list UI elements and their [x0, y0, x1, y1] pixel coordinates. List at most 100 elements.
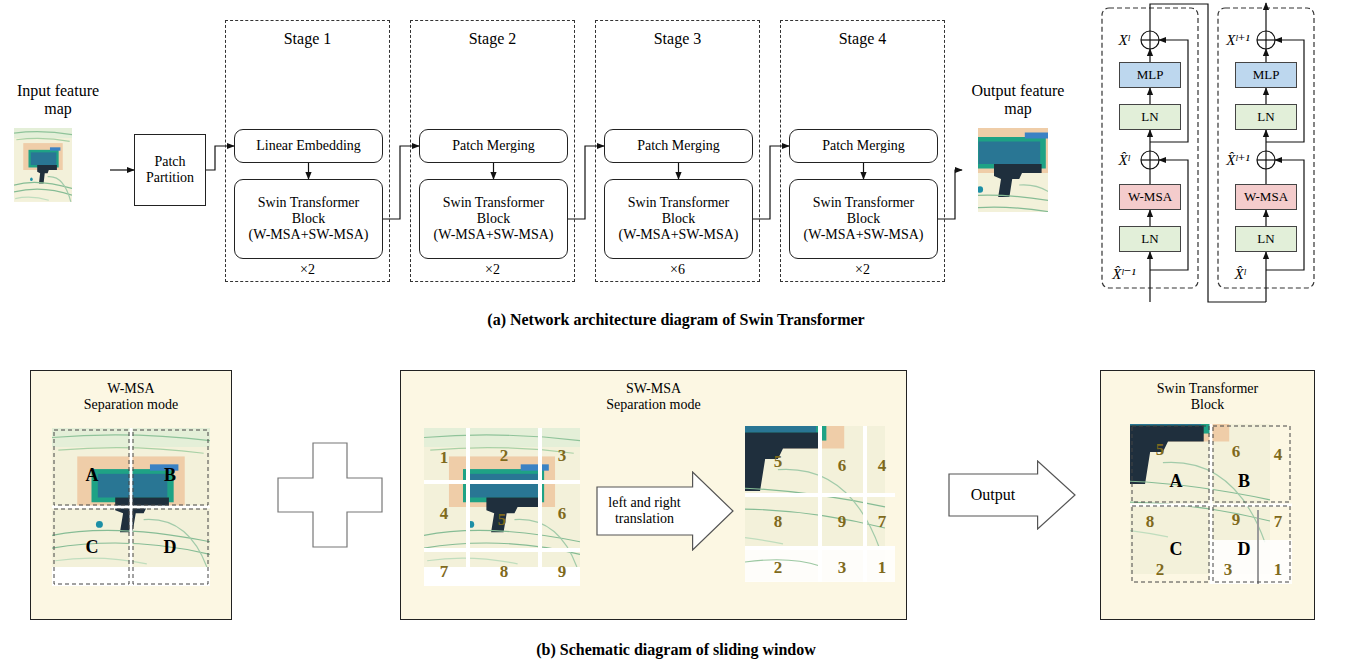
- caption: (b) Schematic diagram of sliding window: [536, 641, 816, 659]
- window-number: 4: [1274, 446, 1283, 465]
- window-number: 2: [774, 559, 783, 578]
- input-wire: [1265, 252, 1266, 302]
- add-symbol: [1257, 151, 1275, 169]
- process-box: Patch Partition: [134, 134, 206, 206]
- node-title: Input feature map: [6, 82, 110, 119]
- grid-line: [863, 426, 867, 582]
- xray-outline: [14, 132, 72, 135]
- xray-part: [424, 428, 580, 586]
- node-text: ×6: [670, 262, 685, 278]
- feature-map: Output feature map: [962, 82, 1074, 216]
- layer-box: LN: [1235, 226, 1297, 252]
- node-title: Stage 2: [469, 30, 517, 48]
- node-text: W-MSA: [1244, 190, 1288, 205]
- xray-part: [745, 426, 816, 433]
- window-number: 4: [878, 457, 887, 476]
- node-text: W-MSA: [1128, 190, 1172, 205]
- grid-line: [1257, 510, 1259, 584]
- node-title: Stage 1: [284, 30, 332, 48]
- region-letter: A: [1170, 472, 1183, 492]
- region-letter: D: [164, 538, 177, 558]
- xray-part: [521, 464, 549, 470]
- xray-part: [978, 137, 1046, 169]
- xray-part: [1025, 133, 1048, 139]
- node-text: (W-MSA+SW-MSA): [249, 227, 369, 243]
- connector: [678, 163, 679, 179]
- window-number: 2: [500, 447, 509, 466]
- grid-line: [538, 428, 542, 586]
- node-title: W-MSA Separation mode: [81, 381, 181, 413]
- node-title: SW-MSA Separation mode: [604, 381, 704, 413]
- node-text: LN: [1257, 232, 1274, 247]
- xray-part: [50, 147, 60, 150]
- xray-image: [424, 428, 580, 586]
- formula-label: X̂ˡ⁺¹: [1226, 152, 1250, 169]
- grid-line: [424, 480, 580, 484]
- node-text: ×2: [300, 262, 315, 278]
- node-title: Swin Transformer Block: [1149, 381, 1267, 413]
- xray-part: [463, 469, 544, 502]
- window-number: 2: [1156, 561, 1165, 580]
- block-arrow: left and right translation: [596, 471, 734, 551]
- connector: [110, 169, 134, 170]
- wire: [1149, 49, 1150, 62]
- window-number: 5: [498, 511, 507, 530]
- node-text: MLP: [1137, 68, 1164, 83]
- formula-label: X̂ˡ: [1118, 152, 1129, 169]
- window-outline: [133, 430, 208, 505]
- window-number: 8: [1146, 513, 1155, 532]
- connector: [308, 163, 309, 179]
- window-outline: [54, 430, 129, 505]
- window-number: 8: [500, 563, 509, 582]
- window-number: 1: [878, 559, 887, 578]
- xray-part: [29, 150, 59, 168]
- formula-label: Xˡ⁺¹: [1226, 32, 1250, 49]
- node-text: LN: [1141, 110, 1158, 125]
- connector: [863, 163, 864, 179]
- connector: [383, 146, 419, 219]
- xray-outline: [48, 177, 71, 202]
- add-symbol: [1141, 31, 1159, 49]
- xray-image: [1130, 424, 1292, 584]
- window-number: 5: [774, 453, 783, 472]
- xray-image: [745, 426, 895, 582]
- connector: [1149, 130, 1150, 184]
- region-letter: B: [164, 466, 176, 486]
- process-box: Swin Transformer Block(W-MSA+SW-MSA): [234, 179, 383, 259]
- xray-outline: [15, 197, 49, 200]
- panel: W-MSA Separation mode: [30, 370, 232, 620]
- gun-shape: [115, 498, 169, 533]
- node-text: (W-MSA+SW-MSA): [804, 227, 924, 243]
- layer-box: LN: [1119, 104, 1181, 130]
- window-number: 7: [440, 563, 449, 582]
- window-number: 9: [558, 563, 567, 582]
- panel-ground: [400, 370, 907, 620]
- connector: [568, 146, 604, 219]
- connector: [1265, 88, 1266, 104]
- window-number: 1: [1274, 561, 1283, 580]
- layer-box: W-MSA: [1119, 184, 1181, 210]
- node-text: (W-MSA+SW-MSA): [619, 227, 739, 243]
- stage-frame: Stage 2×2Patch MergingSwin Transformer B…: [410, 20, 575, 282]
- xray-part: [14, 128, 72, 212]
- connector: [206, 146, 234, 170]
- xray-part: [979, 142, 1041, 165]
- connector: [1265, 130, 1266, 184]
- window-outline: [1213, 506, 1290, 582]
- grid-line: [745, 493, 895, 497]
- process-box: Patch Merging: [419, 129, 568, 163]
- xray-outline: [424, 435, 580, 441]
- formula-label: X̂ˡ⁻¹: [1112, 266, 1136, 283]
- xray-part: [424, 428, 580, 447]
- window-number: 8: [774, 513, 783, 532]
- window-number: 6: [1232, 443, 1241, 462]
- xray-part: [52, 428, 210, 586]
- window-number: 6: [558, 505, 567, 524]
- panel-ground: [30, 370, 232, 620]
- gun-shape: [994, 164, 1042, 197]
- gun-shape: [745, 433, 819, 491]
- block-arrow: Output: [948, 460, 1076, 530]
